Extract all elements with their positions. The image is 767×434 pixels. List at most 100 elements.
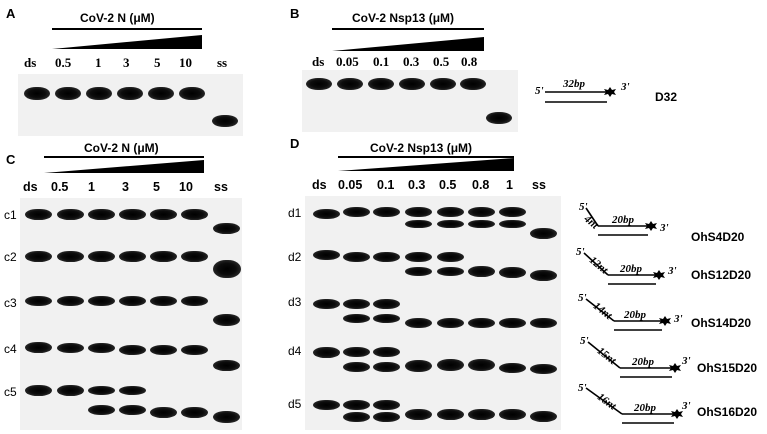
gel-band bbox=[119, 296, 146, 306]
panel-c-gel bbox=[20, 198, 242, 430]
gel-band bbox=[179, 87, 205, 100]
substrate-name: OhS14D20 bbox=[691, 316, 752, 330]
lane-label: 3 bbox=[122, 180, 129, 194]
gel-band bbox=[437, 207, 464, 217]
bp-label: 20bp bbox=[623, 309, 647, 321]
gel-band bbox=[181, 251, 208, 262]
lane-label: 0.05 bbox=[336, 54, 359, 69]
substrate-name: OhS16D20 bbox=[697, 405, 758, 419]
gel-band bbox=[373, 347, 400, 357]
three-prime-label: 3' bbox=[681, 400, 691, 412]
gel-band bbox=[499, 220, 526, 228]
panel-b-title: CoV-2 Nsp13 (μM) bbox=[352, 11, 455, 25]
substrate-d32-diagram: 5' 3' 32bp bbox=[535, 78, 630, 103]
gel-band bbox=[405, 267, 432, 276]
row-label: c5 bbox=[4, 385, 17, 399]
gel-band bbox=[88, 296, 115, 306]
gel-band bbox=[530, 364, 557, 374]
bp-label: 32bp bbox=[562, 78, 586, 90]
panel-a-gradient-triangle bbox=[52, 35, 202, 49]
three-prime-label: 3' bbox=[681, 355, 691, 367]
gel-band bbox=[405, 409, 432, 420]
gel-band bbox=[405, 360, 432, 372]
lane-label: 1 bbox=[88, 180, 95, 194]
gel-band bbox=[148, 87, 174, 100]
five-prime-label: 5' bbox=[578, 292, 587, 304]
substrate-name: OhS15D20 bbox=[697, 361, 758, 375]
gel-band bbox=[405, 252, 432, 262]
five-prime-label: 5' bbox=[535, 85, 544, 97]
gel-band bbox=[499, 318, 526, 328]
lane-label: ds bbox=[24, 55, 37, 70]
gel-band bbox=[88, 209, 115, 220]
gel-band bbox=[57, 296, 84, 306]
three-prime-label: 3' bbox=[667, 265, 677, 277]
lane-label: 0.1 bbox=[373, 54, 390, 69]
row-label: c3 bbox=[4, 296, 17, 310]
gel-band bbox=[88, 405, 115, 415]
gel-band bbox=[437, 220, 464, 228]
gel-band bbox=[343, 299, 370, 309]
gel-band bbox=[119, 251, 146, 262]
gel-band bbox=[313, 347, 340, 358]
gel-band bbox=[399, 78, 425, 90]
gel-band bbox=[25, 342, 52, 353]
gel-band bbox=[373, 299, 400, 309]
gel-band bbox=[86, 87, 112, 100]
gel-band bbox=[313, 250, 340, 260]
gel-band bbox=[373, 400, 400, 410]
gel-band bbox=[343, 412, 370, 422]
five-prime-label: 5' bbox=[578, 382, 587, 394]
gel-band bbox=[437, 318, 464, 328]
substrate-ohs12d20-diagram: 5' 12nt 20bp 3' bbox=[576, 246, 677, 285]
gel-band bbox=[57, 385, 84, 396]
row-label: c1 bbox=[4, 208, 17, 222]
gel-band bbox=[88, 343, 115, 353]
lane-label: ds bbox=[312, 178, 327, 192]
substrate-ohs14d20-diagram: 5' 14nt 20bp 3' bbox=[578, 292, 683, 331]
gel-band bbox=[499, 267, 526, 278]
gel-band bbox=[468, 266, 495, 277]
gel-band bbox=[57, 209, 84, 220]
gel-band bbox=[468, 318, 495, 328]
gel-band bbox=[117, 87, 143, 100]
gel-band bbox=[530, 228, 557, 239]
bp-label: 20bp bbox=[611, 214, 635, 226]
bp-label: 20bp bbox=[619, 263, 643, 275]
lane-label: 3 bbox=[123, 55, 130, 70]
panel-c-title: CoV-2 N (μM) bbox=[84, 141, 159, 155]
gel-band bbox=[25, 251, 52, 262]
lane-label: 5 bbox=[154, 55, 161, 70]
gel-band bbox=[468, 220, 495, 228]
gel-band bbox=[119, 405, 146, 415]
gel-band bbox=[213, 314, 240, 326]
panel-a-title: CoV-2 N (μM) bbox=[80, 11, 155, 25]
gel-band bbox=[530, 318, 557, 328]
panel-c-bar bbox=[44, 156, 204, 158]
gel-band bbox=[343, 252, 370, 262]
gel-band bbox=[343, 347, 370, 357]
lane-label: ds bbox=[312, 54, 325, 69]
lane-label: 0.5 bbox=[433, 54, 450, 69]
row-label: d2 bbox=[288, 250, 302, 264]
panel-d-letter: D bbox=[290, 136, 300, 151]
gel-band bbox=[55, 87, 81, 100]
gel-band bbox=[530, 270, 557, 281]
gel-band bbox=[119, 345, 146, 355]
gel-band bbox=[437, 409, 464, 420]
gel-band bbox=[373, 412, 400, 422]
lane-label: 0.3 bbox=[403, 54, 420, 69]
gel-band bbox=[306, 78, 332, 90]
lane-label: 10 bbox=[179, 55, 192, 70]
gel-band bbox=[405, 220, 432, 228]
lane-label: 0.3 bbox=[408, 178, 426, 192]
panel-d-bar bbox=[338, 156, 514, 158]
gel-band bbox=[405, 207, 432, 217]
substrate-name: D32 bbox=[655, 90, 678, 104]
gel-band bbox=[373, 207, 400, 217]
gel-band bbox=[313, 400, 340, 410]
bp-label: 20bp bbox=[633, 402, 657, 414]
substrate-name: OhS12D20 bbox=[691, 268, 752, 282]
gel-band bbox=[88, 386, 115, 395]
gel-band bbox=[468, 409, 495, 420]
